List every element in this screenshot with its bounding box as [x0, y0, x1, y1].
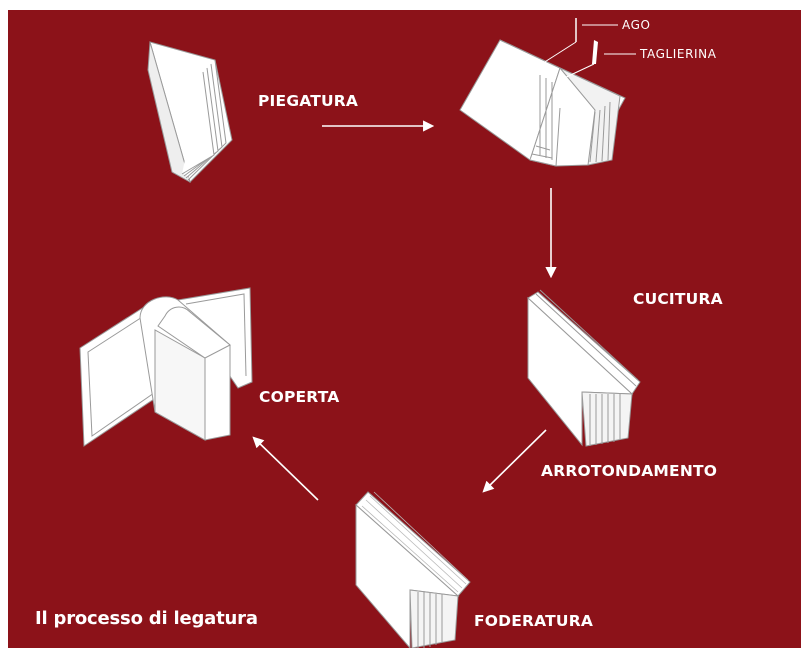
needle-icon [539, 18, 618, 66]
lined-block-illustration [355, 491, 471, 648]
arrow-foderatura-to-coperta [252, 436, 319, 501]
diagram-caption: Il processo di legatura [35, 608, 258, 629]
arrow-arrotondamento-to-foderatura [482, 429, 547, 493]
diagram-graphics [79, 18, 641, 648]
sewn-block-illustration [527, 289, 641, 447]
step-label-piegatura: PIEGATURA [258, 92, 359, 110]
step-label-arrotondamento: ARROTONDAMENTO [541, 462, 718, 480]
cutter-icon [559, 40, 636, 81]
callout-label-ago: AGO [622, 18, 651, 32]
callout-label-taglierina: TAGLIERINA [640, 47, 717, 61]
step-label-foderatura: FODERATURA [474, 612, 594, 630]
step-label-coperta: COPERTA [259, 388, 340, 406]
sewing-signatures-illustration [459, 39, 626, 167]
covered-book-illustration [79, 287, 253, 447]
diagram-panel [8, 10, 801, 648]
folded-signature-illustration [147, 41, 233, 184]
step-label-cucitura: CUCITURA [633, 290, 723, 308]
